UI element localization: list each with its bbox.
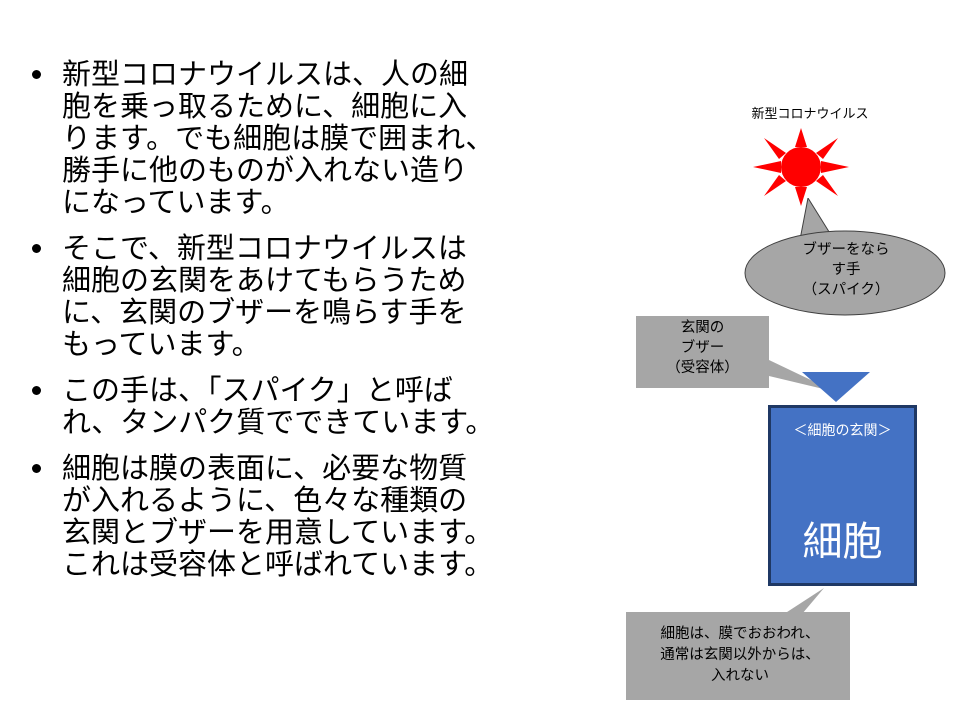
- bullet-item: 細胞は膜の表面に、必要な物質 が入れるように、色々な種類の 玄関とブザーを用意し…: [28, 452, 608, 580]
- bullet-line: 勝手に他のものが入れない造り: [62, 153, 469, 187]
- membrane-callout-line: 通常は玄関以外からは、: [660, 647, 820, 663]
- bullet-line: 細胞は膜の表面に、必要な物質: [62, 451, 468, 485]
- bullet-dot: [32, 464, 41, 473]
- virus-icon: [753, 128, 849, 206]
- bullet-dot: [32, 386, 41, 395]
- bullet-line: この手は、「スパイク」と呼ば: [62, 373, 453, 407]
- spike-callout-line: す手: [831, 262, 861, 278]
- bullet-line: もっています。: [62, 327, 261, 361]
- bullet-line: が入れるように、色々な種類の: [62, 483, 468, 517]
- membrane-callout-line: 入れない: [711, 668, 769, 684]
- bullet-line: そこで、新型コロナウイルスは: [62, 231, 467, 265]
- membrane-callout-bubble: [626, 588, 850, 700]
- virus-label: 新型コロナウイルス: [751, 107, 869, 122]
- receptor-callout-bubble: [636, 316, 870, 402]
- bullet-line: に、玄関のブザーを鳴らす手を: [62, 295, 467, 329]
- virus-body: [753, 128, 849, 206]
- bullet-line: 新型コロナウイルスは、人の細: [62, 57, 469, 91]
- cell-gate-label: ＜細胞の玄関＞: [793, 423, 892, 439]
- spike-callout-line: ブザーをなら: [802, 242, 890, 258]
- bullet-line: 細胞の玄関をあけてもらうため: [62, 263, 467, 297]
- spike-callout-bubble: [744, 198, 946, 316]
- membrane-callout-line: 細胞は、膜でおおわれ、: [660, 626, 820, 642]
- bullet-line: ります。でも細胞は膜で囲まれ、: [62, 121, 495, 155]
- spike-callout-text: ブザーをなら す手 （スパイク）: [752, 240, 940, 300]
- cell-box: ＜細胞の玄関＞ 細胞: [768, 405, 917, 586]
- bullet-dot: [32, 244, 41, 253]
- membrane-callout-text: 細胞は、膜でおおわれ、 通常は玄関以外からは、 入れない: [626, 624, 854, 687]
- receptor-callout-text: 玄関の ブザー （受容体）: [636, 318, 769, 378]
- cell-label: 細胞: [802, 519, 883, 565]
- bullet-dot: [32, 70, 41, 79]
- bullet-list: 新型コロナウイルスは、人の細 胞を乗っ取るために、細胞に入 ります。でも細胞は膜…: [28, 58, 608, 594]
- bullet-item: そこで、新型コロナウイルスは 細胞の玄関をあけてもらうため に、玄関のブザーを鳴…: [28, 232, 608, 360]
- bullet-line: これは受容体と呼ばれています。: [62, 547, 494, 581]
- receptor-callout-line: 玄関の: [680, 320, 725, 336]
- bullet-line: 胞を乗っ取るために、細胞に入: [62, 89, 468, 123]
- spike-callout-line: （スパイク）: [802, 282, 890, 298]
- receptor-callout-line: （受容体）: [666, 360, 739, 376]
- receptor-callout-line: ブザー: [680, 340, 725, 356]
- bullet-item: 新型コロナウイルスは、人の細 胞を乗っ取るために、細胞に入 ります。でも細胞は膜…: [28, 58, 608, 218]
- bullet-line: れ、タンパク質でできています。: [62, 405, 495, 439]
- receptor-icon: [802, 372, 870, 402]
- bullet-line: 玄関とブザーを用意しています。: [62, 515, 494, 549]
- bullet-line: になっています。: [62, 185, 290, 219]
- bullet-item: この手は、「スパイク」と呼ば れ、タンパク質でできています。: [28, 374, 608, 438]
